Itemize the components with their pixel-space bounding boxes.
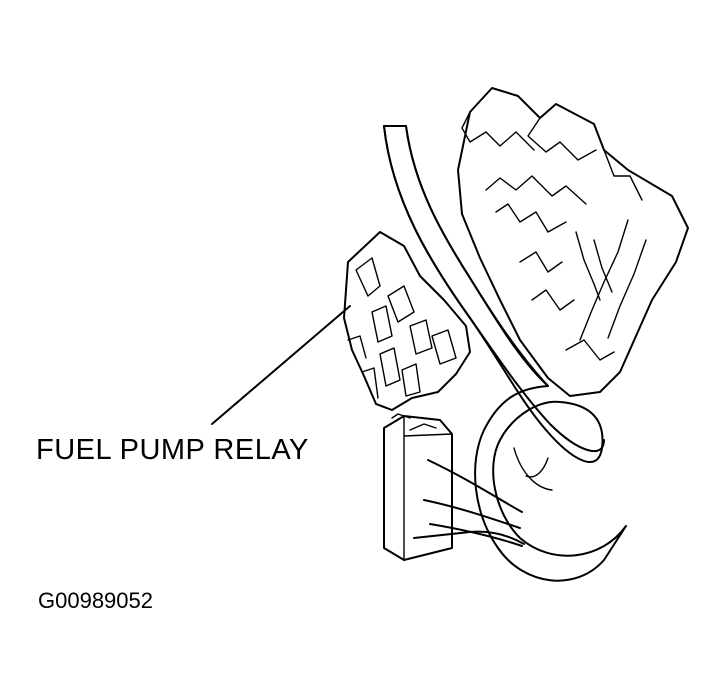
relay-bracket	[343, 231, 471, 411]
wiring-harness	[383, 125, 627, 582]
callout-label-fuel-pump-relay: FUEL PUMP RELAY	[36, 434, 309, 466]
junction-block	[457, 87, 689, 397]
relay-wire-leads	[413, 459, 525, 547]
figure-id: G00989052	[38, 588, 153, 613]
callout-leader-line	[211, 305, 351, 425]
